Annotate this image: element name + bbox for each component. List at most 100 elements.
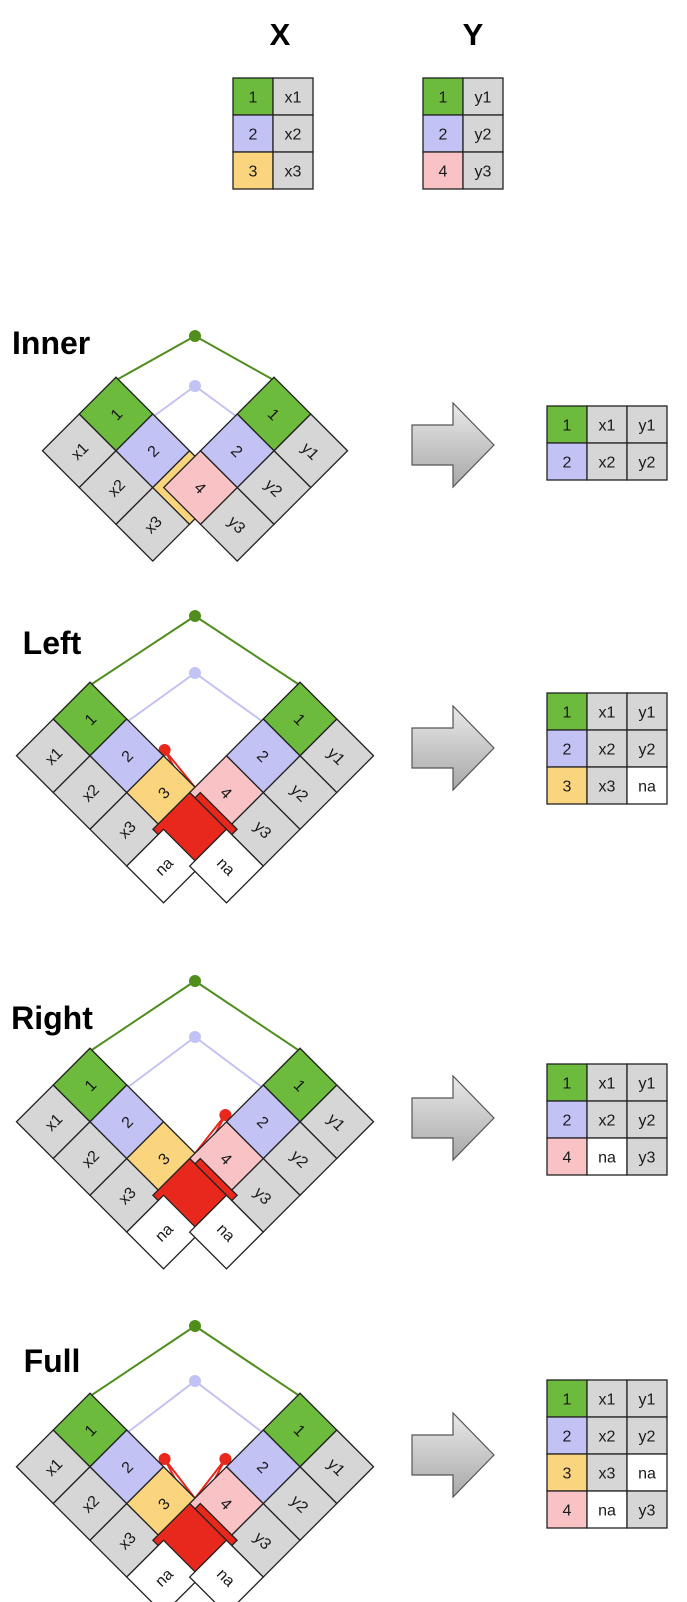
table-y-value-cell-1: y2 [462,114,504,153]
left-na-cell: na [125,828,202,904]
result-cell-0-0: 1 [546,405,588,444]
result-cell-0-2-box [626,692,668,731]
result-cell-1-2-box [626,1416,668,1455]
join-sections: Innerx1y1x2y2x3y31122341x1y12x2y2Leftx1y… [11,325,668,1602]
result-cell-2-2-box [626,1453,668,1492]
result-cell-1-2: y2 [626,729,668,768]
result-cell-0-1-box [586,405,628,444]
result-cell-3-2-box [626,1490,668,1529]
match-line-key-2 [126,671,264,723]
result-cell-0-0: 1 [546,1379,588,1418]
left-na-cell: na [125,1194,202,1270]
result-cell-0-0-text: 1 [563,705,572,722]
table-x-title: X [270,17,291,52]
join-title: Full [24,1343,81,1379]
result-cell-3-1: na [586,1490,628,1529]
result-cell-0-1-text: x1 [599,705,616,722]
missing-node-right [219,1109,232,1121]
result-cell-1-1-text: x2 [599,1429,616,1446]
result-arrow [411,1074,495,1162]
table-y-key-cell-0-text: 1 [439,90,448,107]
result-cell-1-2-text: y2 [639,742,656,759]
table-x-value-cell-1-box [272,114,314,153]
result-cell-3-1-text: na [598,1503,616,1520]
table-y-value-cell-2-text: y3 [475,164,492,181]
result-cell-1-1-text: x2 [599,455,616,472]
result-cell-0-2: y1 [626,405,668,444]
right-key-cell-2: 4 [188,1120,265,1197]
result-cell-0-2-text: y1 [639,418,656,435]
result-cell-1-1: x2 [586,442,628,481]
right-value-cell-2: y3 [199,486,275,562]
table-x-key-cell-0-box [232,77,274,116]
table-y-key-cell-1-text: 2 [439,127,448,144]
table-x-value-cell-0: x1 [272,77,314,116]
result-cell-2-2: na [626,1453,668,1492]
result-cell-0-0-text: 1 [563,1076,572,1093]
table-x-key-cell-2-box [232,151,274,190]
match-line-key-1 [115,334,275,382]
left-na-cell-box [125,1539,202,1602]
match-node-key-1 [189,975,201,987]
left-na-cell: na [125,1539,202,1602]
table-y-key-cell-1: 2 [422,114,464,153]
result-cell-0-2: y1 [626,1063,668,1102]
missing-node-left [158,1453,171,1465]
result-cell-2-0: 4 [546,1137,588,1176]
result-cell-0-0-box [546,405,588,444]
result-cell-1-1-text: x2 [599,742,616,759]
result-cell-0-1: x1 [586,692,628,731]
table-x-value-cell-2-text: x3 [285,164,302,181]
table-y-value-cell-0-box [462,77,504,116]
result-cell-0-0-box [546,692,588,731]
result-cell-1-2-box [626,729,668,768]
result-cell-0-1-text: x1 [599,418,616,435]
result-cell-1-2-text: y2 [639,1113,656,1130]
table-y-value-cell-0-text: y1 [475,90,492,107]
table-y-key-cell-0: 1 [422,77,464,116]
table-y-value-cell-1-text: y2 [475,127,492,144]
table-y-title: Y [463,17,484,52]
result-cell-1-1-box [586,442,628,481]
table-x-key-cell-2: 3 [232,151,274,190]
right-na-cell: na [188,1194,265,1270]
result-arrow [411,401,495,489]
result-cell-2-1: x3 [586,766,628,805]
result-cell-2-0: 3 [546,766,588,805]
result-cell-2-1-text: na [598,1150,616,1167]
result-cell-1-0: 2 [546,729,588,768]
result-cell-2-2-box [626,766,668,805]
result-cell-2-1-box [586,1453,628,1492]
join-section-inner: Innerx1y1x2y2x3y31122341x1y12x2y2 [12,325,668,562]
result-cell-1-0-box [546,1100,588,1139]
result-cell-3-0-box [546,1490,588,1529]
result-cell-1-2-text: y2 [639,1429,656,1446]
result-cell-1-1: x2 [586,1416,628,1455]
table-x-value-cell-2-box [272,151,314,190]
match-line-key-2 [126,1379,264,1434]
table-x-value-cell-1: x2 [272,114,314,153]
result-arrow [411,704,495,792]
result-cell-3-0: 4 [546,1490,588,1529]
result-cell-1-2: y2 [626,442,668,481]
result-cell-0-2: y1 [626,1379,668,1418]
right-key-cell-2-box [162,449,239,526]
result-cell-1-0: 2 [546,1100,588,1139]
table-y-value-cell-0: y1 [462,77,504,116]
result-cell-2-0-box [546,1453,588,1492]
result-cell-0-0-box [546,1379,588,1418]
result-cell-2-0-text: 4 [563,1150,572,1167]
result-cell-1-1-text: x2 [599,1113,616,1130]
join-title: Inner [12,325,90,361]
result-cell-2-2: y3 [626,1137,668,1176]
table-y-value-cell-2-box [462,151,504,190]
right-key-cell-2: 4 [188,754,265,831]
